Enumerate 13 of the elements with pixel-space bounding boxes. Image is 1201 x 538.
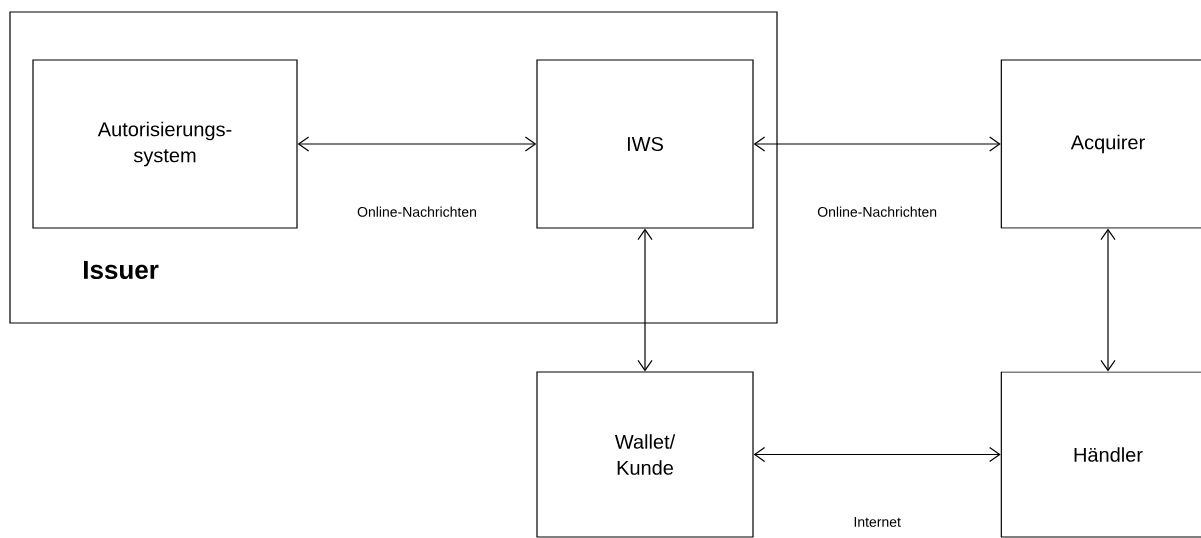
arrow bbox=[1100, 228, 1116, 372]
arrow bbox=[297, 136, 537, 152]
edge-label: Online-Nachrichten bbox=[355, 204, 479, 219]
arrow bbox=[753, 446, 1001, 463]
process-box: Autorisierungs- system bbox=[32, 59, 298, 229]
edge-label: Online-Nachrichten bbox=[815, 204, 940, 219]
process-box: IWS bbox=[536, 59, 754, 229]
arrow bbox=[637, 228, 653, 372]
process-box: Händler bbox=[1000, 371, 1201, 538]
process-box: Wallet/ Kunde bbox=[536, 371, 754, 538]
process-box: Acquirer bbox=[1000, 59, 1201, 229]
arrow bbox=[753, 136, 1001, 152]
edge-label: Internet bbox=[851, 515, 903, 529]
